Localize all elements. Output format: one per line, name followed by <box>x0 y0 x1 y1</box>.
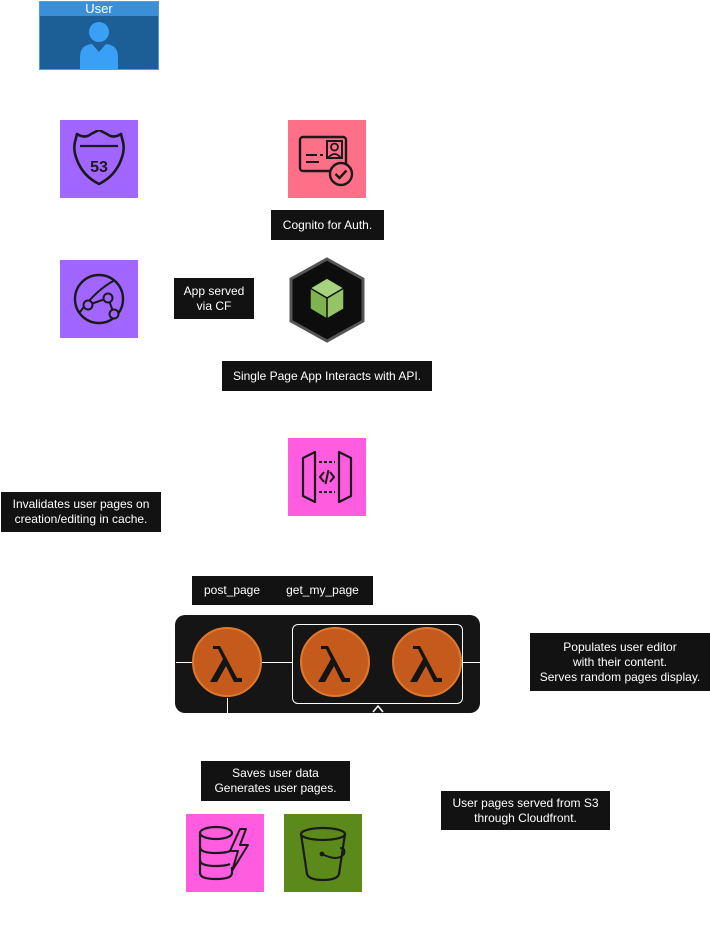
get-my-page-label: get_my_page <box>272 576 373 605</box>
lambda-icon <box>210 646 242 682</box>
route53-node: 53 <box>60 120 138 198</box>
cognito-node <box>288 120 366 198</box>
api-gateway-node <box>288 438 366 516</box>
app-served-label: App served via CF <box>174 278 254 319</box>
s3-bucket-icon <box>299 826 347 882</box>
lambda-post-page <box>192 627 262 697</box>
lambda-get-my-page <box>300 627 370 697</box>
cognito-icon <box>298 135 354 187</box>
lambda-random-page <box>392 627 462 697</box>
user-title: User <box>40 2 158 16</box>
user-node: User <box>39 1 159 70</box>
populates-label: Populates user editor with their content… <box>530 633 710 691</box>
connector-left <box>176 662 194 663</box>
invalidates-label: Invalidates user pages on creation/editi… <box>1 492 161 532</box>
saves-label: Saves user data Generates user pages. <box>201 761 350 801</box>
user-icon <box>80 22 118 69</box>
api-gateway-icon <box>301 450 353 504</box>
arrow-up-icon <box>372 704 384 713</box>
dynamodb-icon <box>198 825 249 881</box>
cognito-label: Cognito for Auth. <box>271 210 384 240</box>
lambda-icon <box>318 646 350 682</box>
cloudfront-node <box>60 260 138 338</box>
route53-label: 53 <box>90 159 108 176</box>
lambda-subgroup <box>292 624 463 704</box>
route53-icon: 53 <box>73 130 125 186</box>
connector-down <box>227 698 228 713</box>
connector-middle <box>262 662 292 663</box>
post-page-label: post_page <box>192 576 272 605</box>
cloudfront-icon <box>73 273 125 325</box>
s3-node <box>284 814 362 892</box>
dynamodb-node <box>186 814 264 892</box>
s3-served-label: User pages served from S3 through Cloudf… <box>441 791 610 830</box>
lambda-icon <box>410 646 442 682</box>
spa-cube-icon <box>289 257 365 343</box>
connector-right <box>462 662 480 663</box>
spa-label: Single Page App Interacts with API. <box>222 361 432 391</box>
